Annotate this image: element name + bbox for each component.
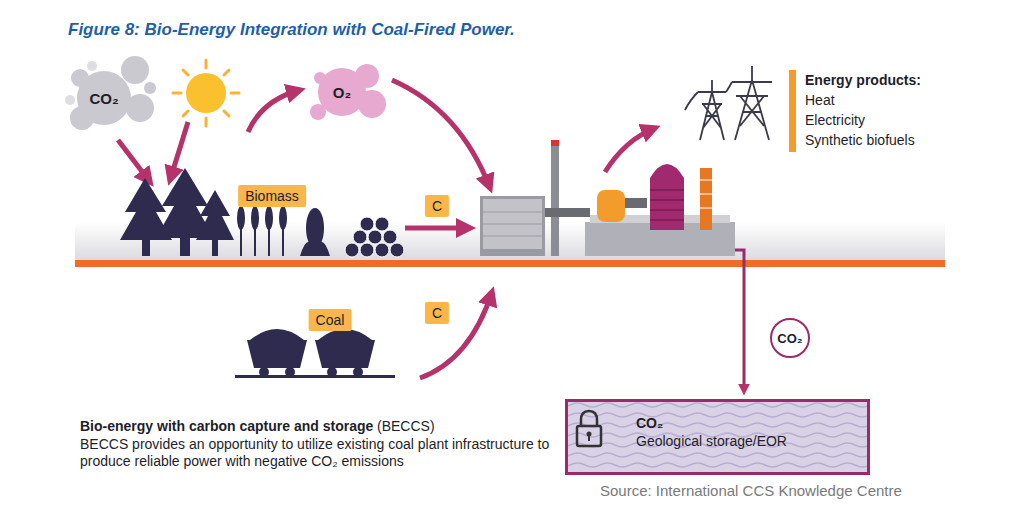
note-heading-abbr: (BECCS) bbox=[377, 418, 435, 434]
legend-heading: Energy products: bbox=[805, 72, 921, 88]
note-heading: Bio-energy with carbon capture and stora… bbox=[80, 418, 373, 434]
co2-bubble: CO₂ bbox=[77, 71, 131, 125]
o2-bubble: O₂ bbox=[318, 68, 366, 116]
node-text: C bbox=[432, 305, 442, 321]
co2-callout: CO₂ bbox=[770, 318, 810, 358]
coal-tag: Coal bbox=[309, 309, 352, 331]
node-text: Biomass bbox=[245, 188, 299, 204]
biomass-tag: Biomass bbox=[238, 185, 306, 207]
node-text: Coal bbox=[316, 312, 345, 328]
product-item: Electricity bbox=[805, 112, 865, 128]
product-item: Synthetic biofuels bbox=[805, 132, 915, 148]
source-note: Source: International CCS Knowledge Cent… bbox=[600, 482, 902, 499]
note-body: BECCS provides an opportunity to utilize… bbox=[80, 436, 570, 470]
node-heading: CO₂ bbox=[636, 414, 857, 432]
figure-title: Figure 8: Bio-Energy Integration with Co… bbox=[68, 20, 515, 40]
storage-box: CO₂Geological storage/EOR bbox=[565, 399, 870, 475]
node-text: O₂ bbox=[333, 84, 351, 101]
carbon-tag: C bbox=[425, 195, 449, 217]
product-item: Heat bbox=[805, 92, 835, 108]
carbon-tag: C bbox=[425, 302, 449, 324]
node-text: CO₂ bbox=[777, 331, 802, 346]
node-text: Geological storage/EOR bbox=[636, 432, 857, 450]
node-text: C bbox=[432, 198, 442, 214]
node-text: CO₂ bbox=[89, 90, 118, 107]
